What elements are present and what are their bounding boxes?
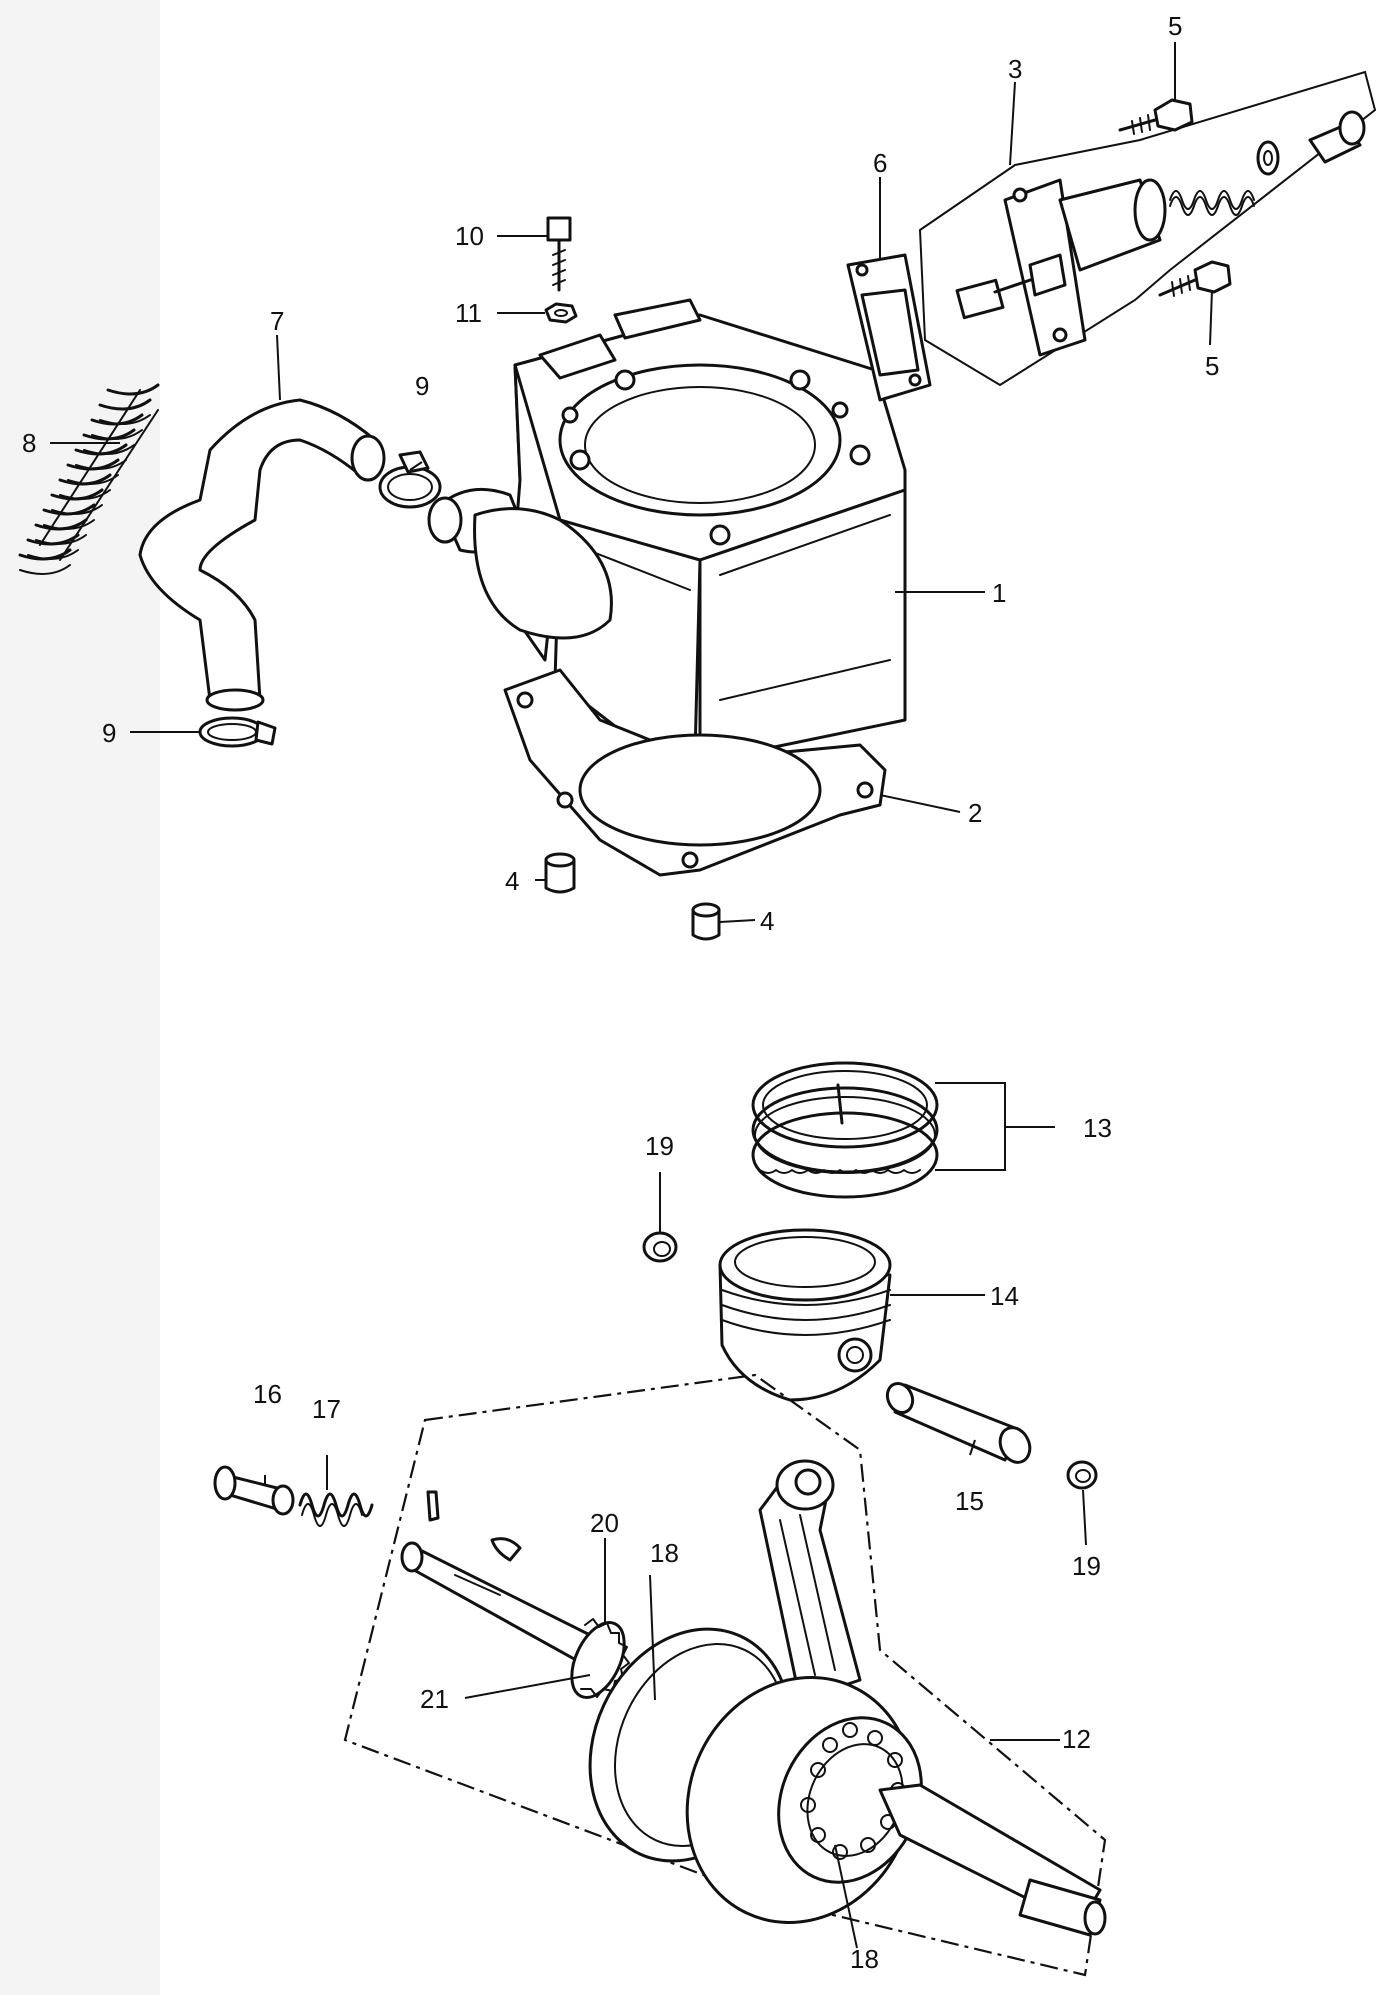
callout-18-upper: 18 <box>650 1538 679 1568</box>
callout-7: 7 <box>270 306 284 336</box>
piston-pin <box>885 1381 1032 1464</box>
piston <box>718 1228 892 1402</box>
base-gasket <box>503 668 887 877</box>
callout-3: 3 <box>1008 54 1022 84</box>
spring-17 <box>298 1492 374 1527</box>
circlip-upper <box>642 1231 678 1263</box>
callout-1: 1 <box>992 578 1006 608</box>
crankshaft-assembly <box>343 1373 1107 1977</box>
tensioner-bolt-lower <box>1158 260 1232 297</box>
hose <box>138 398 386 712</box>
callout-9-lower: 9 <box>102 718 116 748</box>
callout-6: 6 <box>873 148 887 178</box>
callout-21: 21 <box>420 1684 449 1714</box>
callout-11: 11 <box>455 298 482 328</box>
callout-17: 17 <box>312 1394 341 1424</box>
hose-clamp-upper <box>378 450 442 509</box>
callout-19-upper: 19 <box>645 1131 674 1161</box>
callout-16: 16 <box>253 1379 282 1409</box>
callout-14: 14 <box>990 1281 1019 1311</box>
dowel-pin-right <box>691 902 721 941</box>
callout-20: 20 <box>590 1508 619 1538</box>
leader-lines <box>50 42 1213 1949</box>
hose-clamp-lower <box>198 716 277 748</box>
callout-2: 2 <box>968 798 982 828</box>
callout-4-right: 4 <box>760 906 774 936</box>
tensioner-bolt-upper <box>1118 98 1194 135</box>
callout-9-upper: 9 <box>415 371 429 401</box>
tensioner-assembly <box>918 70 1377 387</box>
callout-10: 10 <box>455 221 484 251</box>
callout-18-lower: 18 <box>850 1944 879 1974</box>
callout-5-lower: 5 <box>1205 351 1219 381</box>
scan-shadow <box>0 0 160 1995</box>
piston-rings <box>751 1061 1055 1199</box>
dowel-pin-left <box>544 852 576 894</box>
callout-4-left: 4 <box>505 866 519 896</box>
callout-15: 15 <box>955 1486 984 1516</box>
callout-12: 12 <box>1062 1724 1091 1754</box>
nut <box>544 302 578 324</box>
cylinder-block <box>427 298 907 762</box>
tensioner-gasket <box>846 253 932 402</box>
callout-13: 13 <box>1083 1113 1112 1143</box>
callout-19-lower: 19 <box>1072 1551 1101 1581</box>
callout-8: 8 <box>22 428 36 458</box>
coil-spring <box>18 383 160 575</box>
circlip-lower <box>1066 1460 1098 1490</box>
callout-5-upper: 5 <box>1168 11 1182 41</box>
plug-16 <box>213 1465 295 1516</box>
callouts: 1 2 3 4 4 5 5 6 7 8 9 9 10 11 12 13 14 1… <box>22 11 1219 1974</box>
bolt <box>546 216 572 292</box>
